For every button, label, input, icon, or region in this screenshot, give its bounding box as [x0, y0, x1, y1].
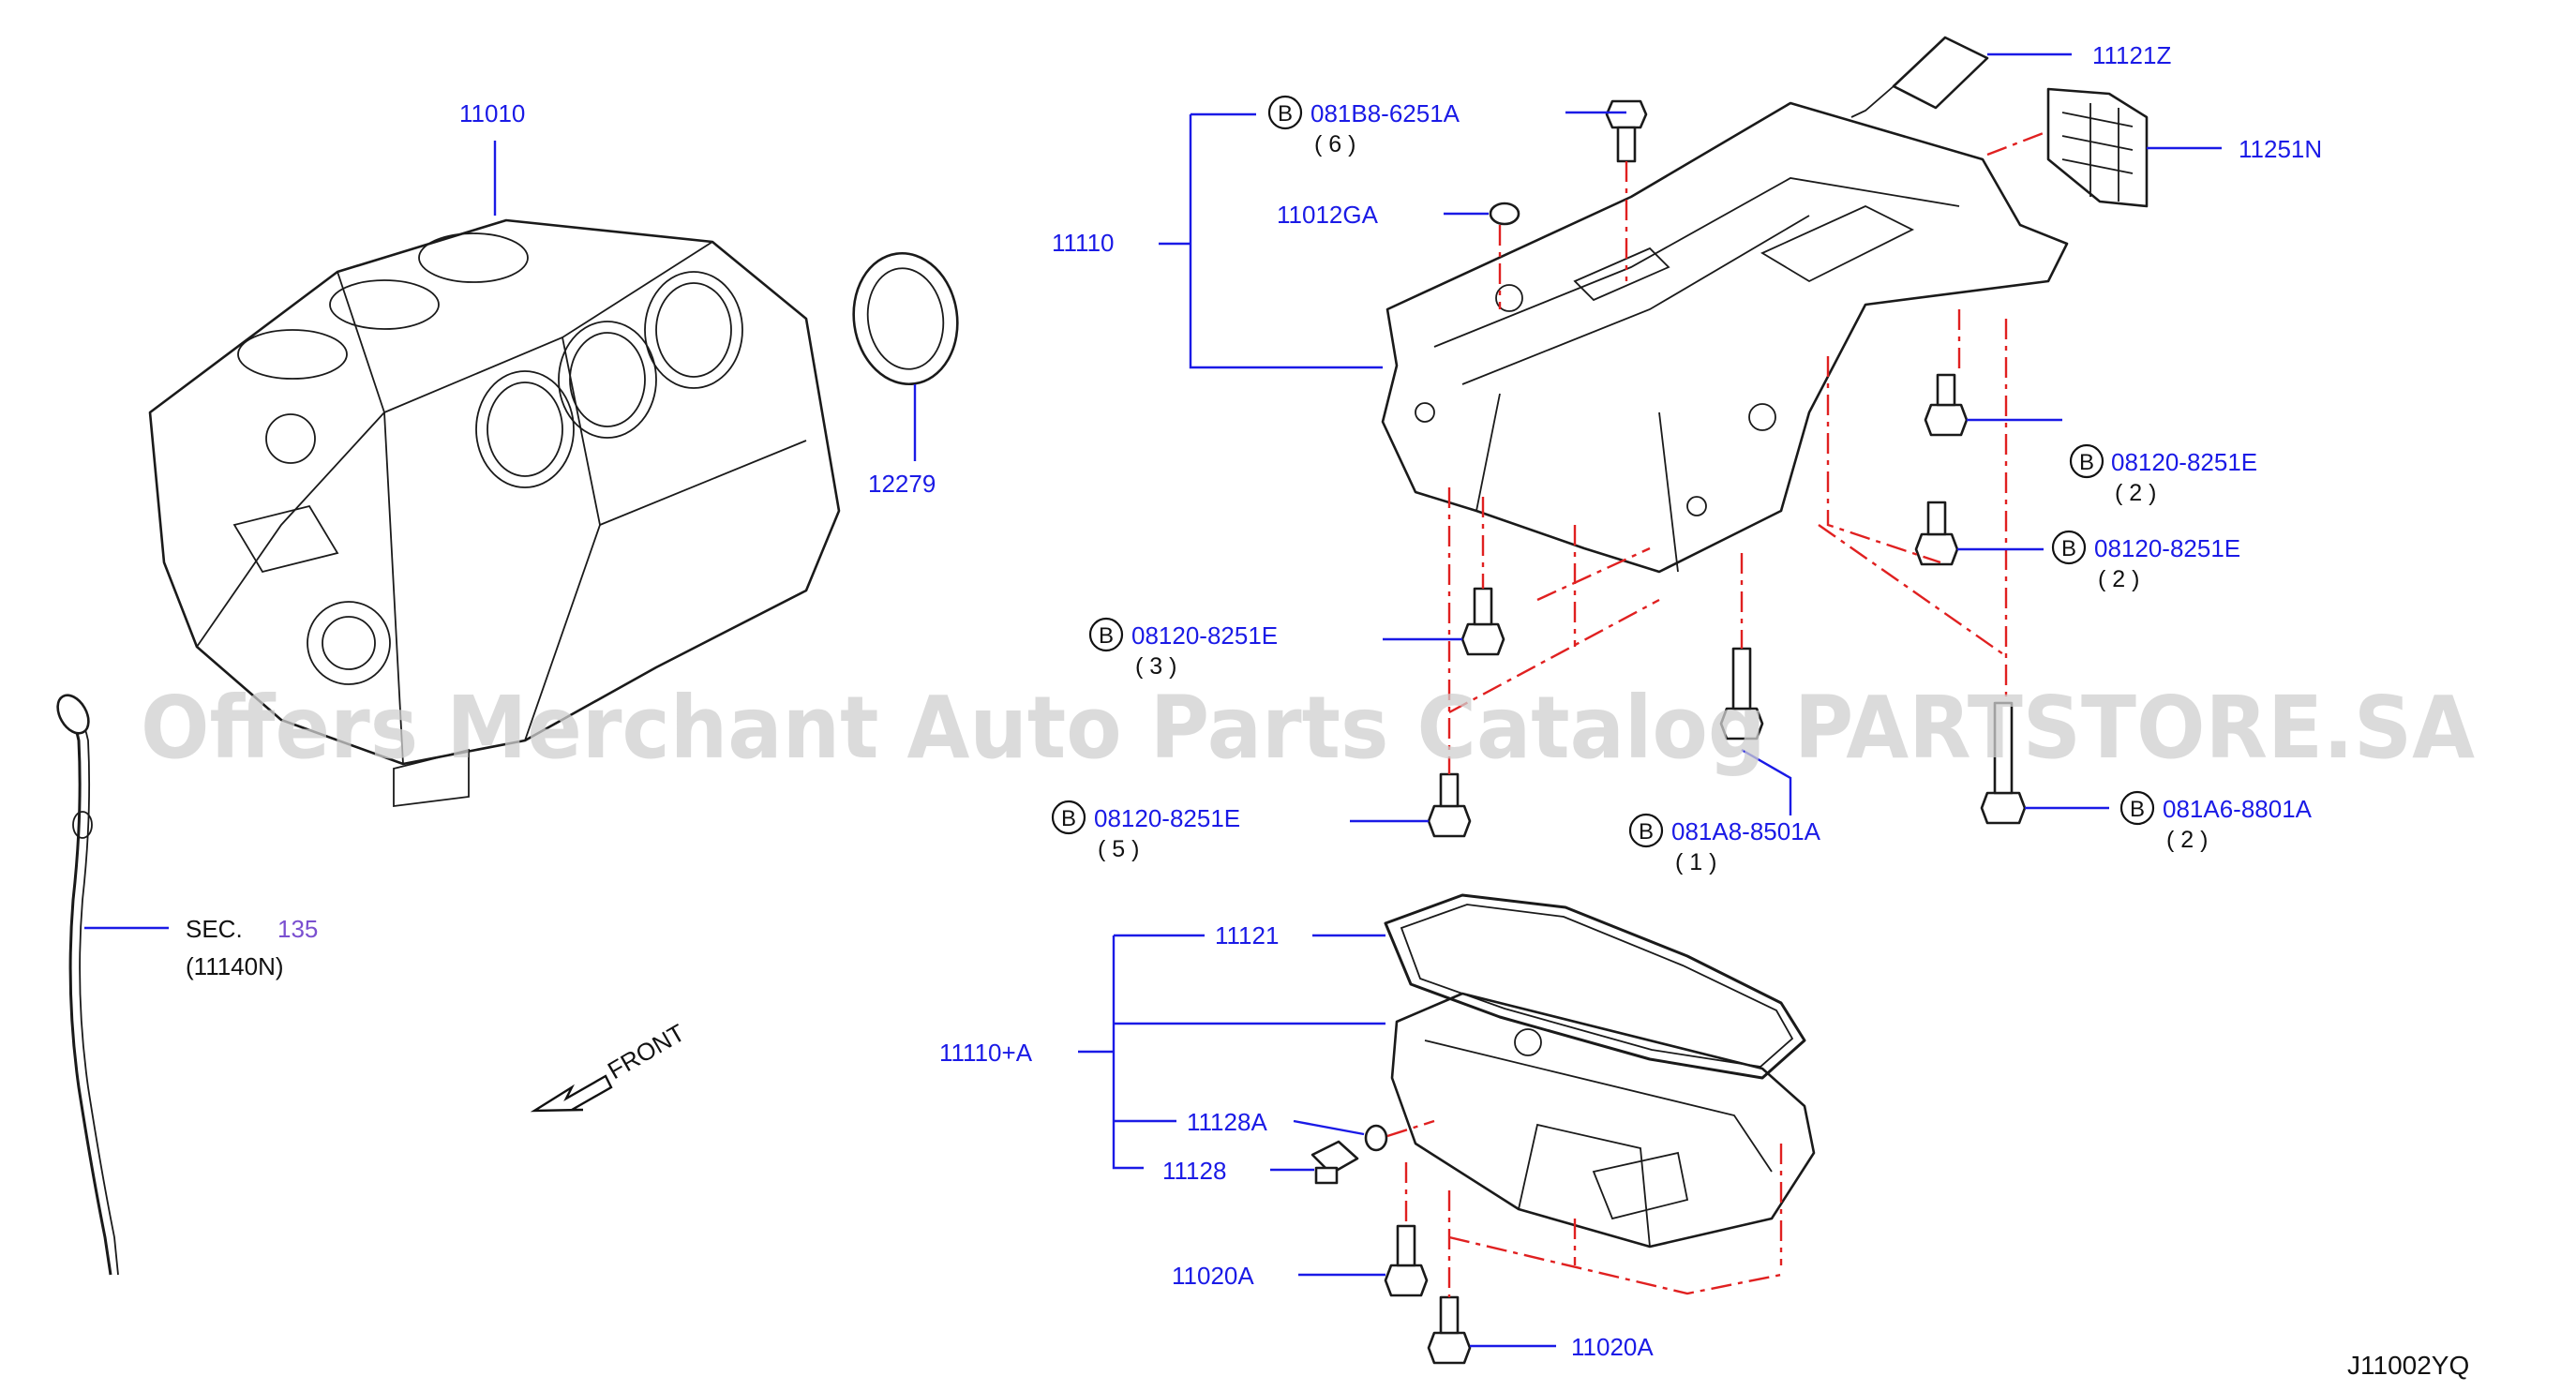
- part-label-08120-8251e-c[interactable]: 08120-8251E: [1131, 621, 1278, 650]
- diagram-code: J11002YQ: [2347, 1351, 2469, 1380]
- part-label-08120-8251e-b[interactable]: 08120-8251E: [2094, 534, 2240, 562]
- upper-oil-pan-illustration: [1381, 101, 2069, 574]
- qty-081b8-6251a: ( 6 ): [1314, 131, 1355, 157]
- qty-08120-8251e-a: ( 2 ): [2115, 480, 2156, 506]
- qty-081a8-8501a: ( 1 ): [1675, 849, 1716, 875]
- svg-text:B: B: [2061, 536, 2076, 561]
- drain-plug-illustration: [1310, 1140, 1359, 1185]
- part-label-11251n[interactable]: 11251N: [2239, 135, 2322, 163]
- watermark-text: Offers Merchant Auto Parts Catalog PARTS…: [141, 678, 2475, 778]
- qty-081a6-8801a: ( 2 ): [2166, 827, 2208, 853]
- section-ref-part: (11140N): [186, 952, 284, 980]
- bolt-11020a-1-illustration: [1384, 1224, 1429, 1297]
- lower-oil-pan-illustration: [1384, 893, 1816, 1249]
- cylinder-block-illustration: [148, 218, 841, 808]
- svg-text:B: B: [1278, 101, 1293, 127]
- oil-strainer-baffle-illustration: [2046, 87, 2149, 208]
- part-label-081a8-8501a[interactable]: 081A8-8501A: [1671, 817, 1821, 845]
- bolt-marker-08120-c: [1088, 617, 1124, 652]
- front-label: FRONT: [603, 1018, 690, 1084]
- bolt-marker-081a6: [2119, 790, 2155, 826]
- bolt-081b8-illustration: [1605, 99, 1648, 163]
- svg-text:B: B: [2130, 797, 2145, 822]
- bolt-marker-08120-b: [2051, 530, 2087, 565]
- part-label-08120-8251e-d[interactable]: 08120-8251E: [1094, 804, 1240, 832]
- part-label-11012ga[interactable]: 11012GA: [1277, 201, 1379, 229]
- qty-08120-8251e-d: ( 5 ): [1098, 836, 1139, 862]
- bolt-marker-081b8: [1267, 95, 1303, 130]
- part-label-11128[interactable]: 11128: [1162, 1157, 1226, 1185]
- part-label-08120-8251e-a[interactable]: 08120-8251E: [2111, 448, 2257, 476]
- qty-08120-8251e-b: ( 2 ): [2098, 566, 2139, 592]
- part-label-11020a-2[interactable]: 11020A: [1571, 1333, 1654, 1361]
- bolt-markers: B B B B B B B: [1051, 95, 2155, 848]
- svg-text:B: B: [1639, 819, 1654, 845]
- front-direction-indicator: FRONT: [530, 1018, 690, 1113]
- section-ref-prefix: SEC.: [186, 915, 243, 943]
- part-label-081b8-6251a[interactable]: 081B8-6251A: [1310, 99, 1460, 127]
- qty-08120-8251e-c: ( 3 ): [1135, 653, 1176, 680]
- part-label-11121z[interactable]: 11121Z: [2092, 41, 2171, 69]
- drain-washer-illustration: [1364, 1124, 1388, 1152]
- bolt-11020a-2-illustration: [1427, 1295, 1472, 1365]
- leader-lines: [84, 52, 2222, 1348]
- part-label-11020a-1[interactable]: 11020A: [1172, 1262, 1254, 1290]
- bolt-08120-a-illustration: [1924, 373, 1969, 437]
- svg-text:B: B: [1099, 623, 1114, 649]
- part-labels: 11010 12279 11110 11012GA 081B8-6251A ( …: [186, 41, 2322, 1361]
- svg-text:B: B: [1061, 806, 1076, 831]
- bolt-08120-d-illustration: [1427, 772, 1472, 838]
- o-ring-illustration: [1489, 202, 1520, 226]
- bolt-marker-08120-d: [1051, 800, 1086, 835]
- section-ref-number[interactable]: 135: [277, 915, 318, 943]
- part-label-11110[interactable]: 11110: [1052, 229, 1115, 257]
- part-label-11010[interactable]: 11010: [459, 99, 525, 127]
- sealant-tube-illustration: [1850, 36, 1989, 118]
- svg-text:B: B: [2079, 450, 2094, 475]
- front-arrow-icon: [530, 1074, 613, 1113]
- part-label-11128a[interactable]: 11128A: [1187, 1108, 1267, 1136]
- assembly-dashed-lines: [1386, 129, 2049, 1297]
- bolt-081a6-illustration: [1980, 701, 2027, 825]
- bolt-08120-c-illustration: [1460, 587, 1505, 656]
- rear-oil-seal-illustration: [852, 251, 959, 386]
- bolt-marker-08120-a: [2069, 443, 2104, 479]
- part-label-12279[interactable]: 12279: [868, 470, 936, 498]
- part-label-11121[interactable]: 11121: [1215, 921, 1279, 950]
- oil-level-gauge-illustration: [56, 694, 119, 1276]
- part-label-081a6-8801a[interactable]: 081A6-8801A: [2163, 795, 2313, 823]
- part-label-11110-a[interactable]: 11110+A: [939, 1039, 1033, 1067]
- bolt-08120-b-illustration: [1914, 501, 1959, 566]
- bolt-081a8-illustration: [1719, 647, 1764, 740]
- bolt-marker-081a8: [1628, 813, 1664, 848]
